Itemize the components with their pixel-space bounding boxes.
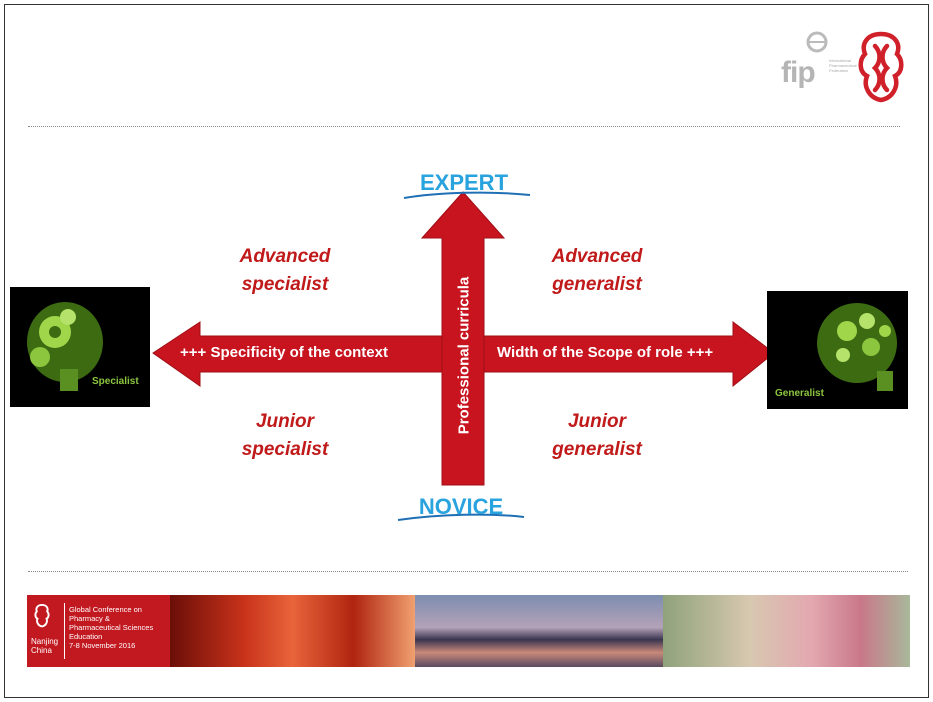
banner-separator xyxy=(64,603,65,659)
bottom-divider xyxy=(28,571,908,572)
left-arrow-label: +++ Specificity of the context xyxy=(180,344,388,361)
fip-emblem-icon xyxy=(806,31,828,53)
novice-label: NOVICE xyxy=(418,494,504,519)
fip-org-name: International Pharmaceutical Federation xyxy=(829,58,857,73)
banner-flower-photo xyxy=(663,595,910,667)
banner-lanterns-photo xyxy=(170,595,415,667)
novice-underline xyxy=(397,513,525,521)
specialist-image: Specialist xyxy=(10,287,150,407)
expert-underline xyxy=(403,191,531,199)
vertical-arrow-label: Professional curricula xyxy=(455,276,473,435)
specialist-image-label: Specialist xyxy=(92,376,139,387)
skull-gears-icon xyxy=(817,303,897,391)
right-arrow-label: Width of the Scope of role +++ xyxy=(497,344,714,361)
banner-conference-title: Global Conference on Pharmacy & Pharmace… xyxy=(69,605,154,650)
banner-city: Nanjing China xyxy=(31,637,59,655)
banner-info-panel: Nanjing China Global Conference on Pharm… xyxy=(27,595,170,667)
conference-emblem-icon xyxy=(34,603,50,628)
fip-logo-text: fip xyxy=(781,56,816,89)
generalist-image: Generalist xyxy=(767,291,908,409)
banner-city-skyline-photo xyxy=(415,595,663,667)
expert-label: EXPERT xyxy=(419,170,509,195)
slide-frame xyxy=(4,4,929,698)
fip-logo: fip International Pharmaceutical Federat… xyxy=(781,28,857,108)
vertical-up-arrow xyxy=(420,191,506,486)
skull-gears-icon xyxy=(27,302,103,391)
conference-emblem-icon xyxy=(858,31,904,103)
top-divider xyxy=(28,126,900,127)
conference-banner: Nanjing China Global Conference on Pharm… xyxy=(27,595,910,667)
generalist-image-label: Generalist xyxy=(775,388,824,399)
